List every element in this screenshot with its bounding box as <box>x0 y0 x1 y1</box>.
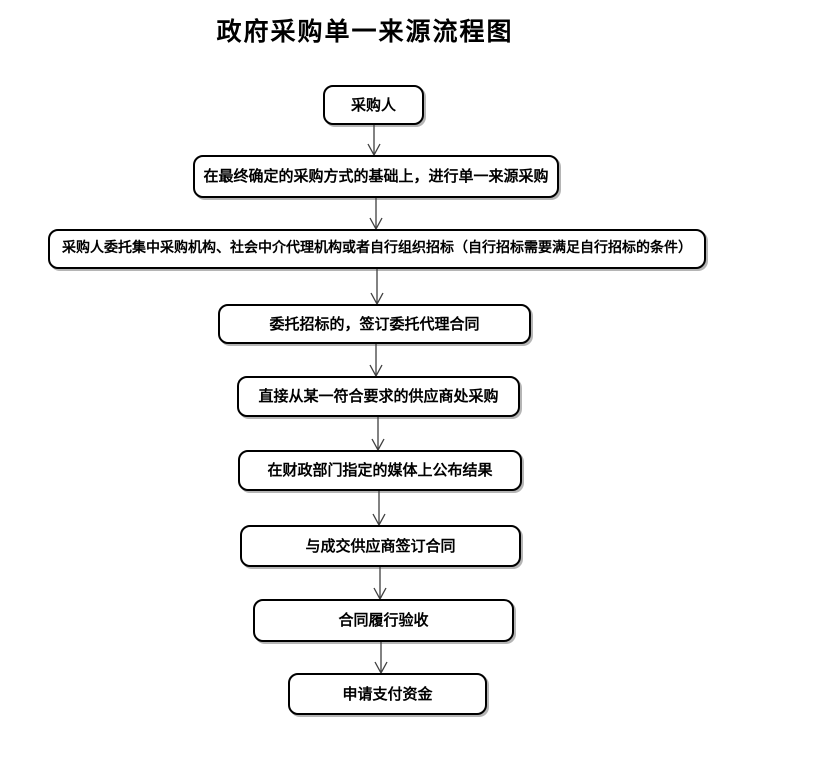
flow-node-contract-acceptance: 合同履行验收 <box>253 599 514 642</box>
flow-node-purchase-from-supplier: 直接从某一符合要求的供应商处采购 <box>237 376 520 417</box>
flow-node-publish-result: 在财政部门指定的媒体上公布结果 <box>238 450 522 491</box>
page-title: 政府采购单一来源流程图 <box>216 17 514 46</box>
arrow-down-icon <box>370 269 384 305</box>
arrow-down-icon <box>374 642 388 674</box>
flow-node-sign-agency-contract: 委托招标的，签订委托代理合同 <box>218 304 531 344</box>
flow-node-entrust-agency-or-self: 采购人委托集中采购机构、社会中介代理机构或者自行组织招标（自行招标需要满足自行招… <box>48 229 706 269</box>
arrow-down-icon <box>371 417 385 451</box>
arrow-down-icon <box>372 491 386 526</box>
arrow-down-icon <box>367 125 381 156</box>
arrow-down-icon <box>373 567 387 600</box>
flow-node-purchaser: 采购人 <box>323 85 424 125</box>
flow-node-single-source-basis: 在最终确定的采购方式的基础上，进行单一来源采购 <box>193 155 559 198</box>
arrow-down-icon <box>369 198 383 230</box>
arrow-down-icon <box>369 344 383 377</box>
flow-node-sign-deal-contract: 与成交供应商签订合同 <box>240 525 521 567</box>
flow-node-apply-payment: 申请支付资金 <box>288 673 487 715</box>
